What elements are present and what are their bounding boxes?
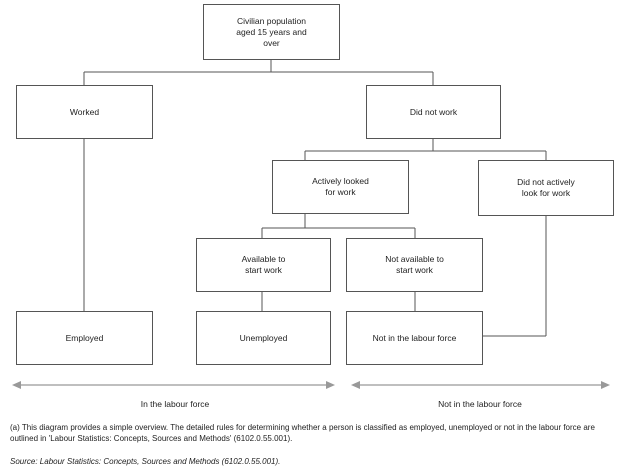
node-employed: Employed <box>16 311 153 365</box>
node-actively-looked: Actively looked for work <box>272 160 409 214</box>
arrowhead <box>326 381 335 389</box>
source-note: Source: Labour Statistics: Concepts, Sou… <box>10 457 281 466</box>
footnote: (a) This diagram provides a simple overv… <box>10 423 595 443</box>
node-not-in-labour-force: Not in the labour force <box>346 311 483 365</box>
arrowhead <box>12 381 21 389</box>
range-label-not-in-labour-force: Not in the labour force <box>438 399 522 409</box>
node-did-not-work: Did not work <box>366 85 501 139</box>
node-worked: Worked <box>16 85 153 139</box>
node-civilian-population: Civilian population aged 15 years and ov… <box>203 4 340 60</box>
node-did-not-actively-look: Did not actively look for work <box>478 160 614 216</box>
range-label-in-labour-force: In the labour force <box>140 399 210 409</box>
arrowhead <box>601 381 610 389</box>
node-not-available: Not available to start work <box>346 238 483 292</box>
node-unemployed: Unemployed <box>196 311 331 365</box>
arrowhead <box>351 381 360 389</box>
node-available: Available to start work <box>196 238 331 292</box>
